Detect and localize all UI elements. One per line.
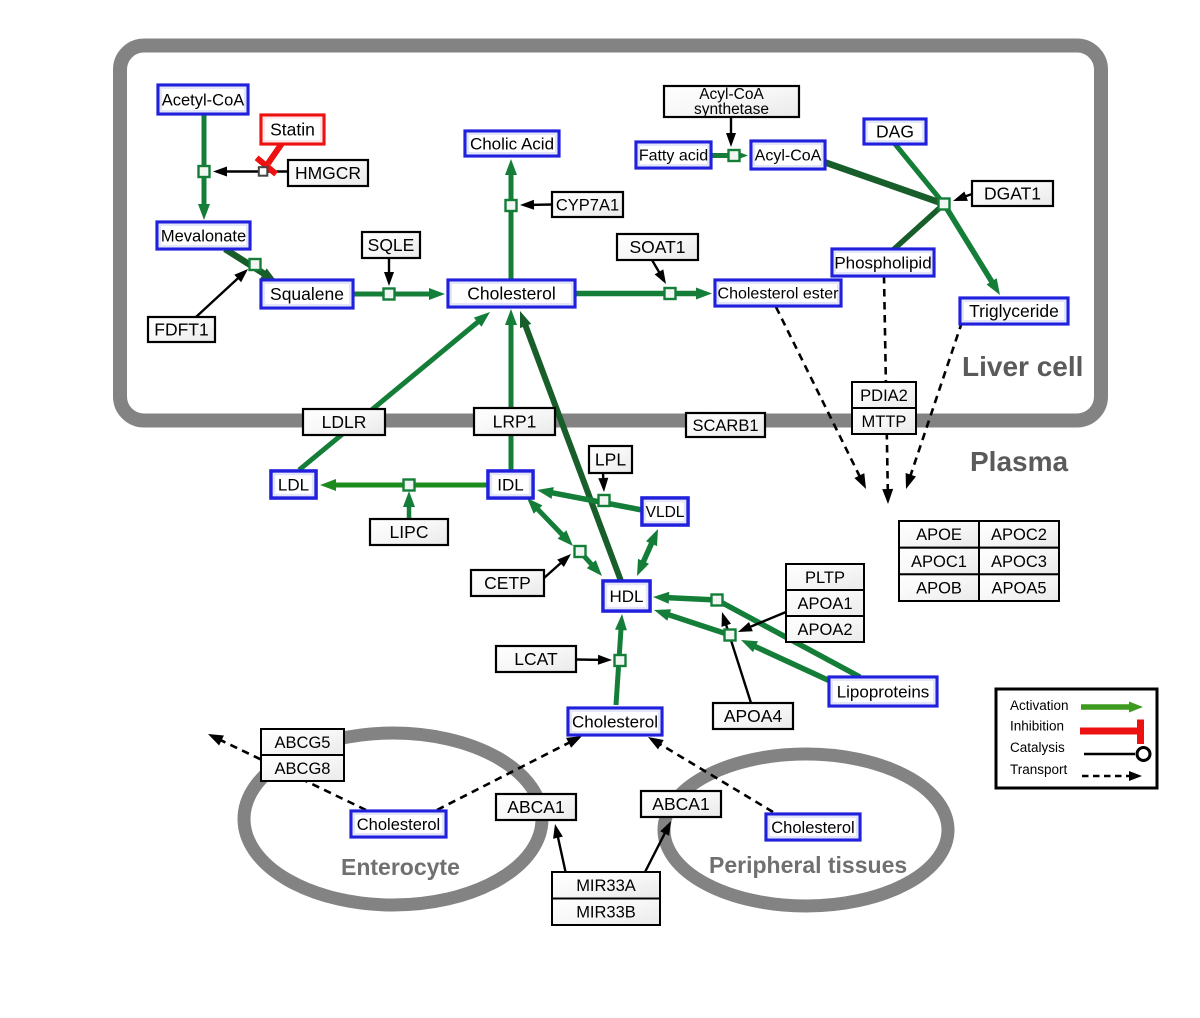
svg-text:Cholesterol ester: Cholesterol ester [718,286,840,303]
svg-text:LRP1: LRP1 [493,412,537,432]
svg-text:Cholesterol: Cholesterol [357,816,440,834]
svg-text:MIR33B: MIR33B [576,904,636,922]
svg-text:APOE: APOE [916,526,962,544]
svg-text:Liver cell: Liver cell [962,351,1083,382]
svg-text:PLTP: PLTP [805,569,845,587]
svg-text:Triglyceride: Triglyceride [969,301,1059,321]
svg-text:DGAT1: DGAT1 [984,184,1041,204]
svg-text:MTTP: MTTP [862,413,907,431]
svg-text:Cholesterol: Cholesterol [572,713,658,732]
svg-text:Squalene: Squalene [270,284,344,304]
svg-text:Lipoproteins: Lipoproteins [837,683,930,702]
svg-text:LIPC: LIPC [390,522,429,542]
svg-text:DAG: DAG [876,122,914,142]
svg-text:ABCA1: ABCA1 [652,794,709,814]
svg-text:Statin: Statin [270,120,315,140]
svg-text:HMGCR: HMGCR [295,163,361,183]
svg-text:CETP: CETP [484,573,531,593]
svg-text:Fatty acid: Fatty acid [639,148,708,165]
svg-text:PDIA2: PDIA2 [860,387,908,405]
svg-text:ABCG5: ABCG5 [275,734,331,752]
svg-text:MIR33A: MIR33A [576,877,636,895]
svg-text:Cholesterol: Cholesterol [467,284,556,304]
svg-text:FDFT1: FDFT1 [154,320,208,340]
svg-text:Plasma: Plasma [970,446,1068,477]
svg-text:LDL: LDL [278,475,309,494]
svg-text:HDL: HDL [609,587,643,606]
svg-text:SOAT1: SOAT1 [629,237,685,257]
svg-text:ABCA1: ABCA1 [507,797,564,817]
svg-text:APOA1: APOA1 [797,595,852,613]
svg-text:Cholesterol: Cholesterol [771,819,854,837]
svg-text:APOC3: APOC3 [991,553,1047,571]
svg-text:LDLR: LDLR [322,412,367,432]
svg-text:LPL: LPL [595,450,626,470]
svg-text:LCAT: LCAT [514,649,558,669]
svg-text:ABCG8: ABCG8 [275,760,331,778]
svg-text:CYP7A1: CYP7A1 [556,196,619,214]
svg-text:Acetyl-CoA: Acetyl-CoA [162,91,245,109]
svg-text:APOC2: APOC2 [991,526,1047,544]
svg-text:Transport: Transport [1010,762,1068,777]
svg-text:VLDL: VLDL [646,504,685,521]
svg-text:Peripheral tissues: Peripheral tissues [709,852,907,878]
svg-text:APOC1: APOC1 [911,553,967,571]
svg-text:SCARB1: SCARB1 [692,417,758,435]
svg-text:APOA5: APOA5 [991,579,1046,597]
svg-text:IDL: IDL [497,475,523,494]
svg-text:Activation: Activation [1010,698,1069,713]
svg-text:Acyl-CoA: Acyl-CoA [755,148,822,165]
svg-text:APOA4: APOA4 [724,706,783,726]
svg-text:Phospholipid: Phospholipid [834,253,931,272]
svg-text:SQLE: SQLE [368,235,415,255]
svg-text:Catalysis: Catalysis [1010,740,1065,755]
svg-text:Inhibition: Inhibition [1010,719,1064,734]
svg-text:Enterocyte: Enterocyte [341,854,460,880]
svg-text:APOB: APOB [916,579,962,597]
svg-text:APOA2: APOA2 [797,621,852,639]
svg-text:Cholic Acid: Cholic Acid [470,134,554,153]
svg-text:synthetase: synthetase [694,101,769,118]
svg-text:Mevalonate: Mevalonate [161,227,246,245]
